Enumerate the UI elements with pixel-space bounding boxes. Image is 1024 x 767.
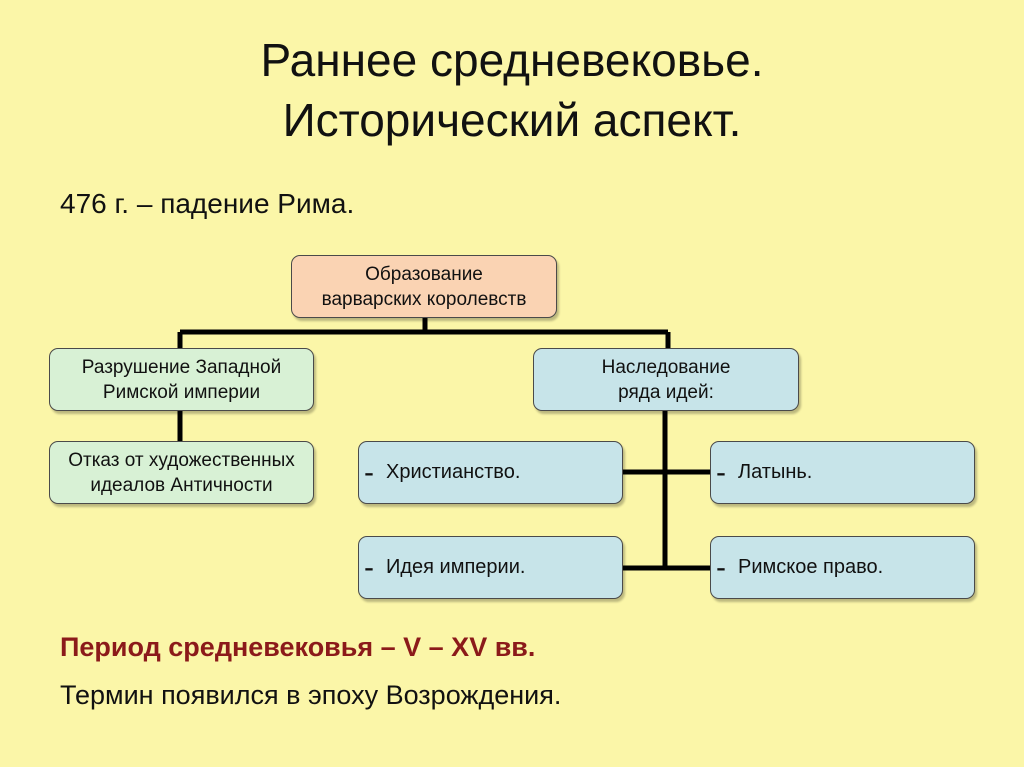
left-line-2: Римской империи <box>102 381 261 403</box>
idea-text: Римское право. <box>738 556 884 578</box>
dash-bullet: - <box>364 456 374 489</box>
left-child-box: Отказ от художественных идеалов Античнос… <box>49 441 314 504</box>
root-line-1: Образование <box>365 263 483 285</box>
dash-bullet: - <box>364 551 374 584</box>
left-child-line-2: идеалов Античности <box>90 474 273 496</box>
left-box: Разрушение Западной Римской империи <box>49 348 314 411</box>
idea-box-christianity: - Христианство. <box>358 441 623 504</box>
title-line-2: Исторический аспект. <box>282 94 742 146</box>
root-box: Образование варварских королевств <box>291 255 557 318</box>
right-line-1: Наследование <box>601 356 731 378</box>
idea-box-latin: - Латынь. <box>710 441 975 504</box>
idea-text: Христианство. <box>386 461 521 483</box>
root-line-2: варварских королевств <box>321 288 527 310</box>
right-box: Наследование ряда идей: <box>533 348 799 411</box>
dash-bullet: - <box>716 551 726 584</box>
left-child-line-1: Отказ от художественных <box>68 449 295 471</box>
idea-box-empire: - Идея империи. <box>358 536 623 599</box>
period-text: Период средневековья – V – XV вв. <box>60 632 536 662</box>
idea-text: Латынь. <box>738 461 813 483</box>
title-line-1: Раннее средневековье. <box>260 34 764 86</box>
page-title: Раннее средневековье. Исторический аспек… <box>0 30 1024 150</box>
dash-bullet: - <box>716 456 726 489</box>
right-line-2: ряда идей: <box>618 381 714 403</box>
fall-of-rome-text: 476 г. – падение Рима. <box>60 188 355 219</box>
left-line-1: Разрушение Западной <box>81 356 282 378</box>
idea-box-roman-law: - Римское право. <box>710 536 975 599</box>
term-text: Термин появился в эпоху Возрождения. <box>60 680 562 710</box>
idea-text: Идея империи. <box>386 556 526 578</box>
